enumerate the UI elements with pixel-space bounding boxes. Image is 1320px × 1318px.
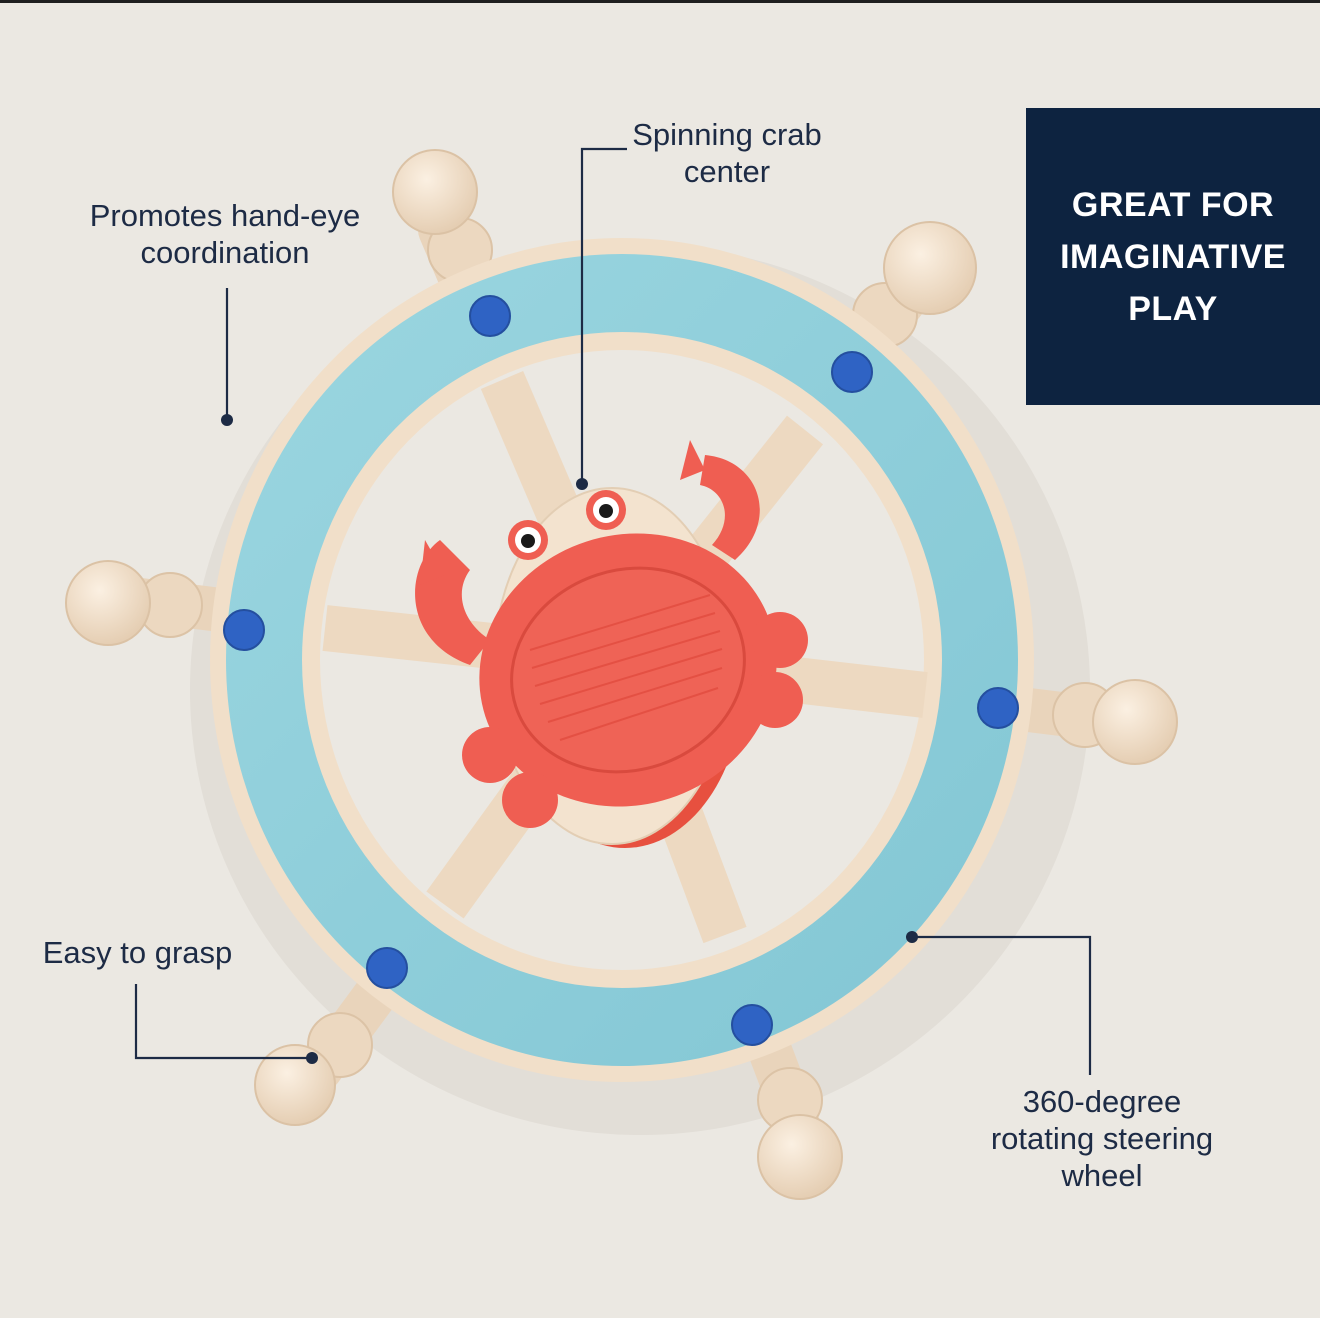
callout-hand-eye: Promotes hand-eye coordination <box>89 198 361 270</box>
callout-lines <box>134 147 1092 1075</box>
top-border <box>0 0 1320 3</box>
callout-spinning-crab: Spinning crab center <box>632 117 822 189</box>
handle-knobs <box>65 149 1178 1200</box>
rim-studs <box>223 295 1019 1046</box>
crab-toy <box>415 440 808 828</box>
callout-dots <box>221 414 918 1064</box>
callout-rotating-wheel: 360-degree rotating steering wheel <box>990 1084 1214 1193</box>
imaginative-play-banner: GREAT FOR IMAGINATIVE PLAY <box>1026 108 1320 405</box>
callout-easy-grasp: Easy to grasp <box>42 935 233 970</box>
